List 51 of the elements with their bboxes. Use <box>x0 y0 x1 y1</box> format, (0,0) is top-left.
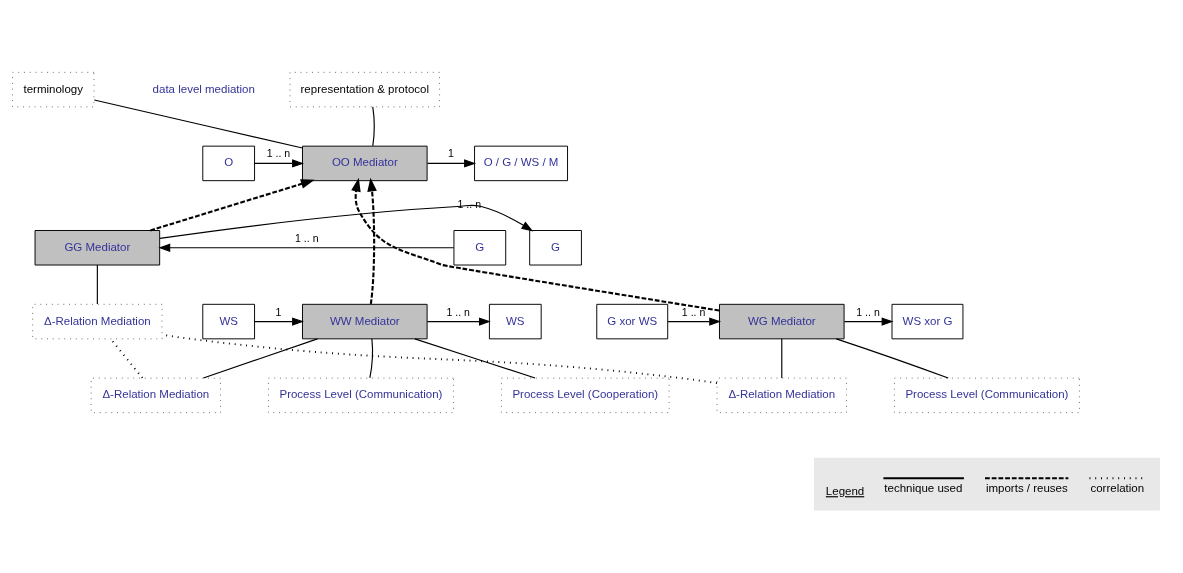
connector <box>372 106 375 147</box>
edge-label: 1 .. n <box>266 147 291 160</box>
edge-label: 1 .. n <box>295 231 319 244</box>
label: Legend <box>825 485 865 498</box>
connector <box>781 338 783 379</box>
legend-label: correlation <box>1090 482 1145 495</box>
arrow <box>159 204 534 239</box>
node-box: WS <box>488 303 542 340</box>
node-box: Δ-Relation Mediation <box>32 303 163 340</box>
node-box: WW Mediator <box>302 303 428 340</box>
connector <box>202 338 318 379</box>
arrow <box>667 317 722 326</box>
node-box: O / G / WS / M <box>474 145 568 182</box>
edge-label: 1 <box>275 305 282 318</box>
edge-label: 1 <box>447 147 454 160</box>
arrow <box>254 159 304 168</box>
connector <box>93 99 303 149</box>
edge-label: 1 .. n <box>446 305 470 318</box>
node-box: G xor WS <box>596 303 669 340</box>
arrow <box>158 243 455 252</box>
edge-label: 1 .. n <box>681 305 706 318</box>
arrow <box>426 317 491 326</box>
node-box: WG Mediator <box>719 303 845 340</box>
arrow <box>843 317 894 326</box>
arrow <box>426 159 476 168</box>
node-box: WS <box>202 303 256 340</box>
node-box: Process Level (Communication) <box>267 377 454 414</box>
node-box: Process Level (Cooperation) <box>500 377 670 414</box>
node-box: Process Level (Communication) <box>893 377 1080 414</box>
connector <box>96 264 98 305</box>
node-box: WS xor G <box>891 303 964 340</box>
node-box: Δ-Relation Mediation <box>90 377 221 414</box>
connector <box>369 338 373 379</box>
connector <box>835 338 949 379</box>
legend-label: imports / reuses <box>985 482 1068 495</box>
arrow <box>351 177 720 312</box>
connector <box>414 338 536 379</box>
node-box: G <box>453 230 507 266</box>
legend-label: technique used <box>884 482 963 495</box>
node-box: O <box>202 145 256 182</box>
node-box: G <box>529 230 582 266</box>
label: data level mediation <box>152 82 255 95</box>
node-box: OO Mediator <box>302 145 428 182</box>
node-box: Δ-Relation Mediation <box>716 377 847 414</box>
node-box: terminology <box>12 71 95 108</box>
node-box: representation & protocol <box>289 71 441 108</box>
arrow <box>150 179 315 232</box>
arrow <box>254 317 304 326</box>
node-box: GG Mediator <box>34 230 161 266</box>
edge-label: 1 .. n <box>856 305 880 318</box>
arrow <box>367 177 377 305</box>
